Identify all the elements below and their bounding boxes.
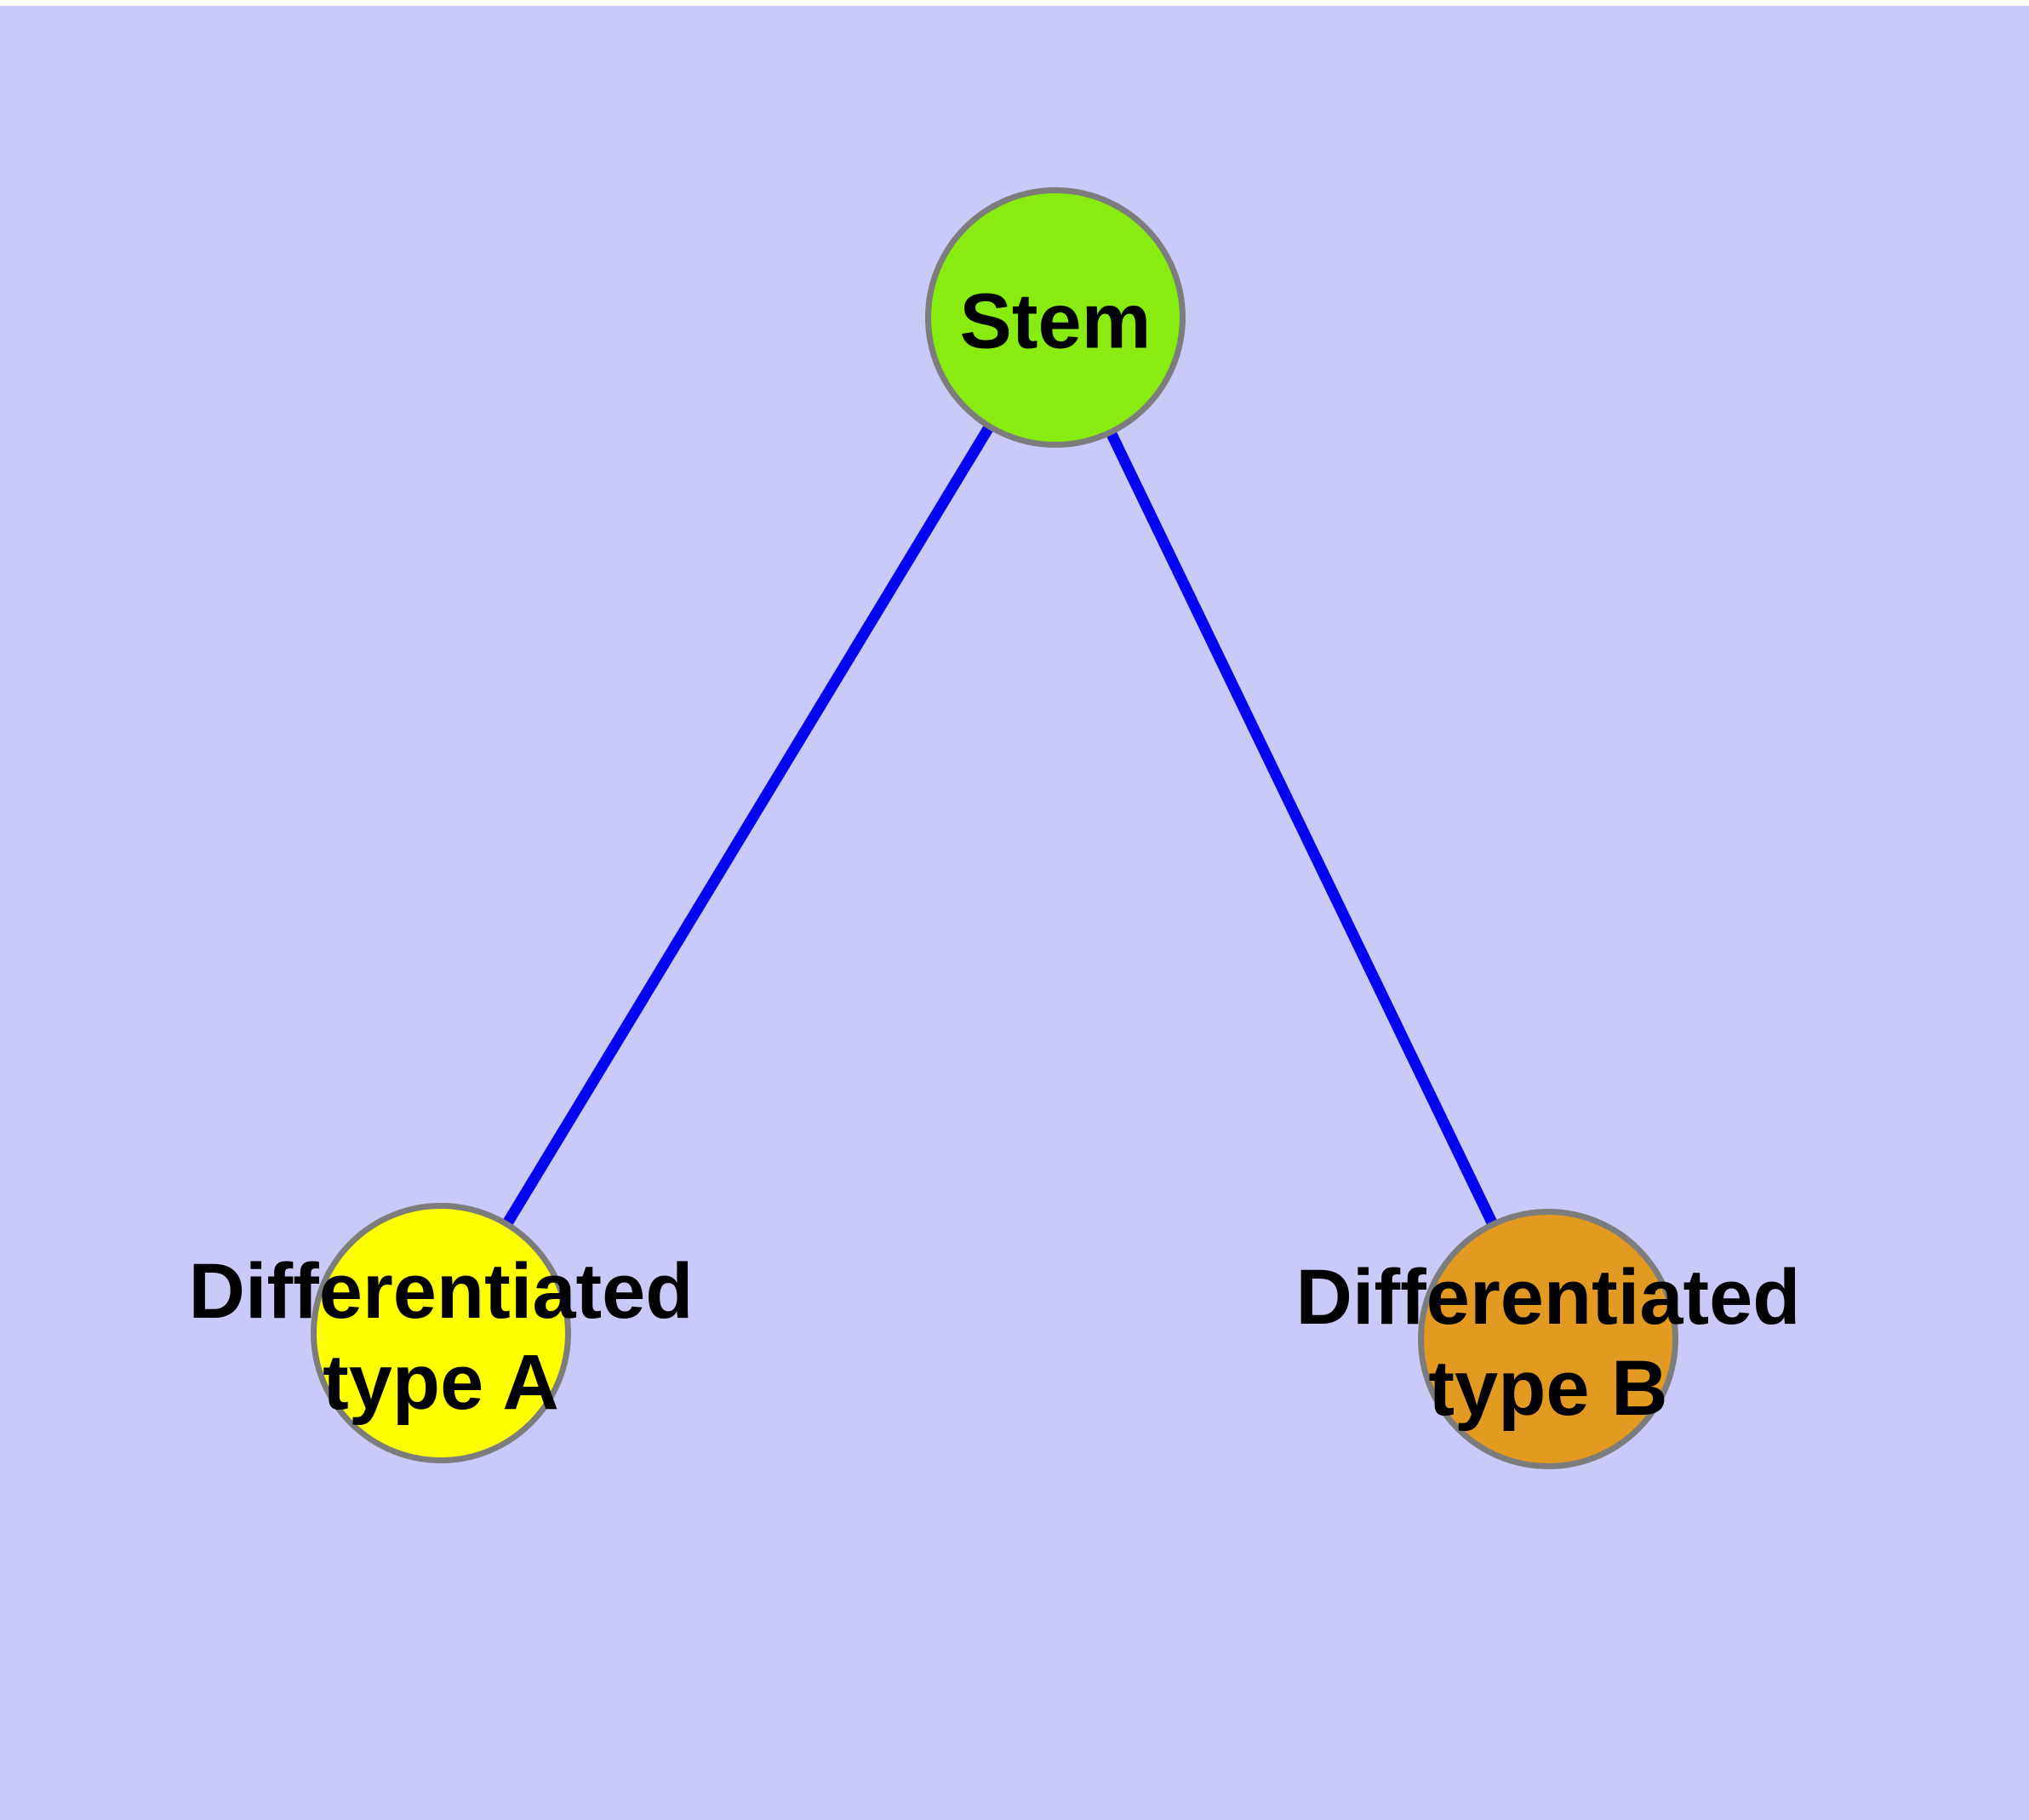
- node-label-stem: Stem: [959, 278, 1152, 365]
- node-circle-differentiated-type-b: [1418, 1209, 1678, 1469]
- node-circle-stem: [925, 187, 1186, 448]
- edge-stem-to-type-a: [436, 314, 1060, 1336]
- node-circle-differentiated-type-a: [311, 1203, 571, 1463]
- edge-stem-to-type-b: [1050, 315, 1553, 1342]
- node-label-differentiated-type-b: Differentiated type B: [1295, 1254, 1801, 1432]
- node-label-differentiated-type-a: Differentiated type A: [188, 1248, 694, 1426]
